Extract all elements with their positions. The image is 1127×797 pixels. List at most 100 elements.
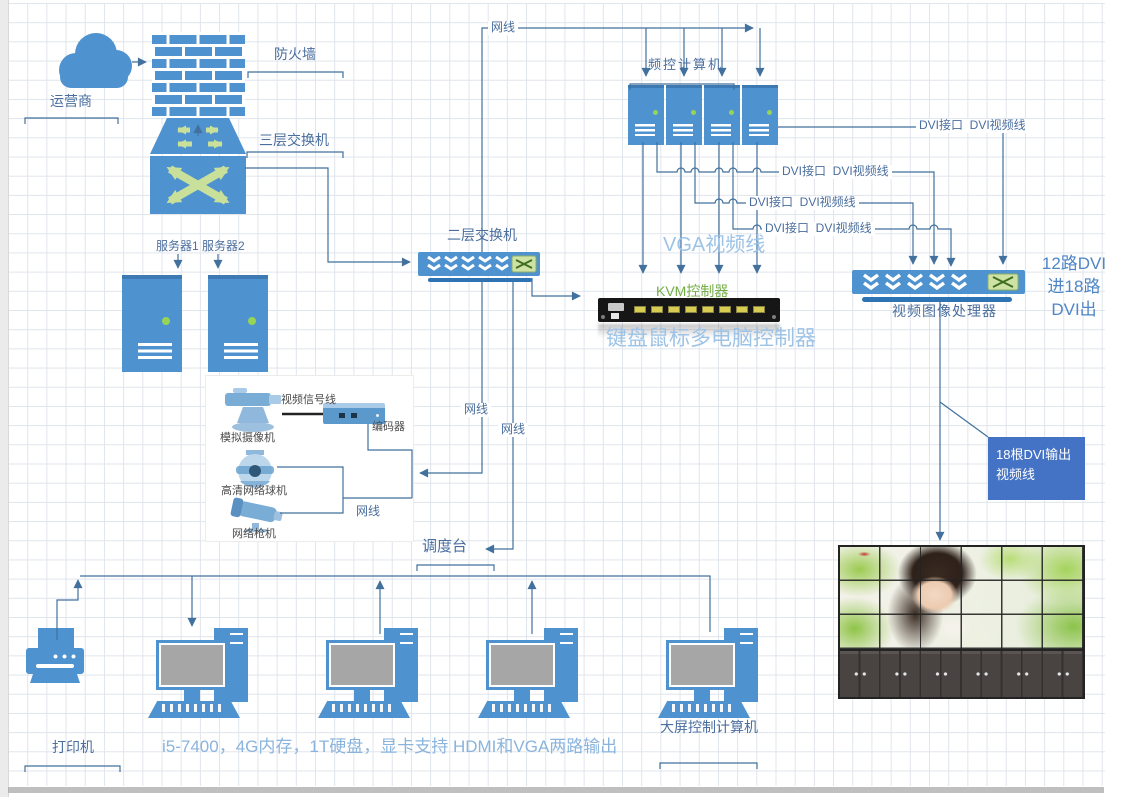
freq-computer-1 <box>628 85 664 145</box>
vents <box>711 124 731 136</box>
pc-monitor <box>666 640 738 690</box>
dispatch-workstation-1 <box>148 628 248 720</box>
capacity-line: 进18路 <box>1047 277 1101 296</box>
isp-cloud <box>59 33 132 88</box>
led <box>691 110 696 115</box>
server-tower-2 <box>208 275 268 372</box>
printer-label: 打印机 <box>52 739 94 755</box>
pc-monitor <box>486 640 558 690</box>
pc-keys <box>492 704 556 712</box>
kvm-caption: 键盘鼠标多电脑控制器 <box>606 327 816 350</box>
pc-stand <box>514 690 530 701</box>
pc-screen <box>159 643 225 687</box>
printer-buttons <box>51 654 78 659</box>
screw <box>601 315 605 319</box>
pc-monitor <box>326 640 398 690</box>
video-wall-screen <box>838 545 1085 651</box>
led <box>653 110 658 115</box>
vga-port <box>685 306 697 313</box>
vga-port <box>736 306 748 313</box>
capacity-line: 12路DVI <box>1041 254 1107 273</box>
led <box>767 110 772 115</box>
callout-line: 视频线 <box>996 467 1036 482</box>
dvi-cable-label-2: DVI接口 DVI视频线 <box>779 164 892 179</box>
encoder-port <box>351 413 357 418</box>
encoder-label: 编码器 <box>372 421 405 433</box>
net-cable-label-a: 网线 <box>461 402 492 417</box>
pc-stand <box>184 690 200 701</box>
isp-label: 运营商 <box>50 93 92 109</box>
net-cable-label-camera: 网线 <box>356 504 381 518</box>
dvi-cable-label-4: DVI接口 DVI视频线 <box>762 221 875 236</box>
printer <box>26 628 84 686</box>
kvm-rj45 <box>611 313 619 319</box>
vents <box>673 124 693 136</box>
kvm-reflection <box>598 324 780 338</box>
video-processor <box>852 270 1025 294</box>
vga-port <box>702 306 714 313</box>
callout-line: 18根DVI输出 <box>996 447 1072 462</box>
dvi-output-callout: 18根DVI输出 视频线 <box>988 437 1085 500</box>
led <box>729 110 734 115</box>
pc-screen <box>489 643 555 687</box>
kvm-device <box>598 298 780 322</box>
dome-camera <box>236 450 274 488</box>
pc-keys <box>332 704 396 712</box>
dome-camera-label: 高清网络球机 <box>221 485 287 497</box>
vga-port <box>753 306 765 313</box>
bullet-camera <box>230 497 283 532</box>
video-wall-cabinet <box>838 651 1085 699</box>
big-screen-control-computer <box>658 628 758 720</box>
vga-port <box>634 306 646 313</box>
vents <box>749 124 769 136</box>
firewall <box>152 32 245 118</box>
pc-monitor <box>156 640 228 690</box>
big-screen-pc-label: 大屏控制计算机 <box>660 719 758 735</box>
servers-label: 服务器1 服务器2 <box>156 239 245 253</box>
screw <box>772 315 776 319</box>
vga-port <box>668 306 680 313</box>
pc-screen <box>329 643 395 687</box>
encoder-port <box>339 413 345 418</box>
kvm-connector <box>608 303 624 311</box>
freq-computer-3 <box>704 85 740 145</box>
bullet-camera-label: 网络枪机 <box>232 528 276 540</box>
pc-spec-label: i5-7400，4G内存，1T硬盘，显卡支持 HDMI和VGA两路输出 <box>162 737 618 756</box>
l3-switch <box>150 118 246 214</box>
analog-camera-label: 模拟摄像机 <box>220 432 275 444</box>
printer-body <box>26 648 84 674</box>
server-tower-1 <box>122 275 182 372</box>
video-wall <box>838 545 1085 699</box>
pc-keys <box>672 704 736 712</box>
processor-capacity-note: 12路DVI 进18路 DVI出 <box>1036 252 1112 321</box>
freq-computer-2 <box>666 85 702 145</box>
video-signal-label: 视频信号线 <box>281 394 336 406</box>
encoder-led <box>376 414 379 417</box>
kvm-label: KVM控制器 <box>656 283 729 299</box>
server-vents <box>138 343 172 359</box>
dispatch-label: 调度台 <box>422 538 468 555</box>
server-vents <box>224 343 258 359</box>
printer-output <box>30 674 80 683</box>
server-led <box>162 317 170 325</box>
net-cable-label-b: 网线 <box>498 422 529 437</box>
vents <box>635 124 655 136</box>
printer-tray <box>38 628 74 650</box>
net-cable-label-top: 网线 <box>488 20 519 35</box>
encoder-device <box>323 403 385 424</box>
vga-port <box>719 306 731 313</box>
pc-screen <box>669 643 735 687</box>
pc-stand <box>694 690 710 701</box>
firewall-label: 防火墙 <box>274 46 316 62</box>
analog-camera <box>225 388 281 432</box>
page-bottom-edge <box>8 787 1104 793</box>
dispatch-workstation-2 <box>318 628 418 720</box>
l2-switch-label: 二层交换机 <box>447 227 517 243</box>
printer-slot <box>36 664 74 668</box>
capacity-line: DVI出 <box>1051 300 1097 319</box>
video-wall-bezels <box>840 547 1083 649</box>
l3-switch-label: 三层交换机 <box>259 132 329 148</box>
video-processor-label: 视频图像处理器 <box>892 303 997 319</box>
l2-switch-shadow <box>428 278 532 282</box>
